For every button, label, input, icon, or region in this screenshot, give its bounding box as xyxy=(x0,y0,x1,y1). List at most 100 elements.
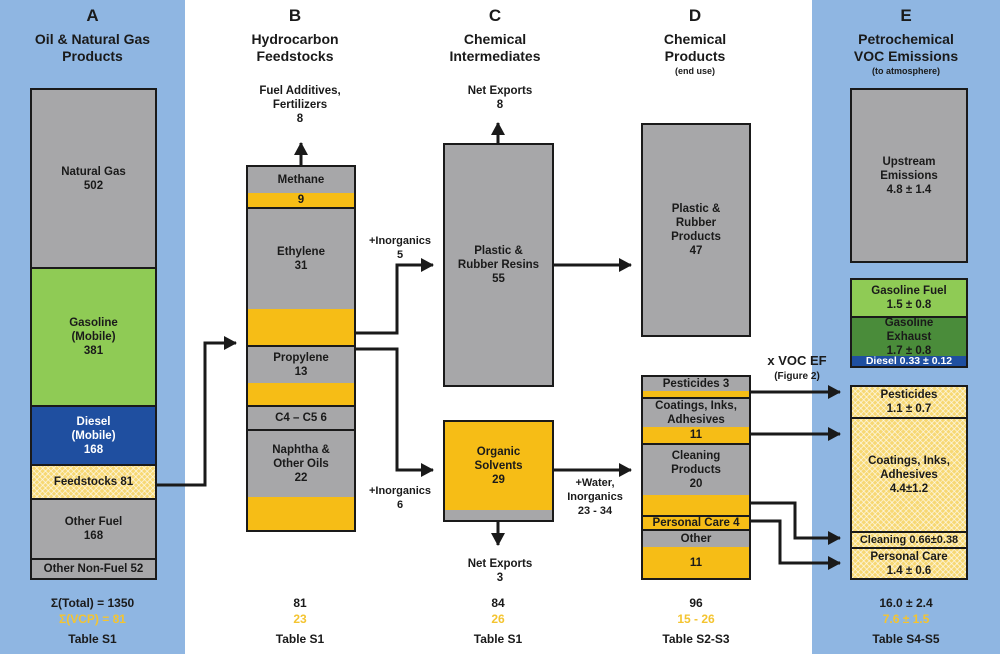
personal-care-d-segment: Personal Care 4 xyxy=(643,515,749,529)
column-e-title-line2: VOC Emissions xyxy=(853,48,959,64)
diesel-value: 168 xyxy=(83,443,104,456)
pesticides-d-vcp xyxy=(643,391,749,397)
column-a-title-line1: Oil & Natural Gas xyxy=(34,31,151,47)
natural-gas-segment: Natural Gas 502 xyxy=(32,90,155,267)
column-d-title-line2: Products xyxy=(664,48,726,64)
diesel-segment: Diesel (Mobile) 168 xyxy=(32,405,155,464)
arrow-personal-care-to-e xyxy=(751,519,841,570)
plastic-products-line2: Rubber xyxy=(675,217,717,229)
diesel-e-label: Diesel 0.33 ± 0.12 xyxy=(865,355,953,367)
column-d-table-ref: Table S2-S3 xyxy=(662,632,730,646)
column-c-table-ref: Table S1 xyxy=(473,632,523,646)
upstream-line2: Emissions xyxy=(880,169,938,182)
solvents-value: 29 xyxy=(492,474,505,486)
gasoline-fuel-segment: Gasoline Fuel 1.5 ± 0.8 xyxy=(852,280,966,316)
upstream-line1: Upstream xyxy=(882,155,936,168)
ethylene-value: 31 xyxy=(294,260,308,272)
arrow-propylene-to-solvents xyxy=(356,347,434,477)
cleaning-d-line2: Products xyxy=(671,464,721,476)
column-b-vcp-total: 23 xyxy=(293,612,307,626)
other-fuel-segment: Other Fuel 168 xyxy=(32,498,155,558)
column-b-table-ref: Table S1 xyxy=(275,632,325,646)
column-b-title: Hydrocarbon Feedstocks xyxy=(210,31,380,65)
arrow-feedstocks-to-b xyxy=(157,336,237,487)
arrow-cleaning-to-e xyxy=(751,501,841,545)
column-e-vcp-total: 7.6 ± 1.5 xyxy=(882,612,930,626)
methane-label: Methane xyxy=(277,174,325,186)
personal-care-e-label: Personal Care xyxy=(870,550,948,563)
feedstocks-segment: Feedstocks 81 xyxy=(32,464,155,498)
column-a-title: Oil & Natural Gas Products xyxy=(0,31,185,65)
coatings-e-line2: Adhesives xyxy=(880,469,938,481)
personal-care-d-label: Personal Care 4 xyxy=(652,517,740,529)
voc-ef-sub: (Figure 2) xyxy=(774,371,820,382)
other-fuel-label: Other Fuel xyxy=(64,516,123,528)
ethylene-vcp-segment xyxy=(248,309,354,345)
column-e-letter: E xyxy=(900,6,912,25)
ethylene-label: Ethylene xyxy=(277,246,325,258)
methane-value: 9 xyxy=(297,194,305,206)
solvents-label-line2: Solvents xyxy=(474,460,523,472)
upstream-box: Upstream Emissions 4.8 ± 1.4 xyxy=(850,88,968,263)
propylene-value: 13 xyxy=(294,366,308,378)
gasoline-exhaust-value: 1.7 ± 0.8 xyxy=(886,345,932,357)
other-nonfuel-label: Other Non-Fuel 52 xyxy=(43,563,144,575)
other-d-vcp: 11 xyxy=(643,547,749,578)
diesel-e-segment: Diesel 0.33 ± 0.12 xyxy=(852,356,966,366)
other-nonfuel-segment: Other Non-Fuel 52 xyxy=(32,558,155,578)
c4c5-label: C4 – C5 6 xyxy=(275,412,327,424)
column-d-letter: D xyxy=(688,6,702,25)
propylene-segment: Propylene 13 xyxy=(248,345,354,383)
diesel-label-line1: Diesel xyxy=(76,415,111,428)
feedstocks-label: Feedstocks 81 xyxy=(53,476,134,488)
gasoline-fuel-value: 1.5 ± 0.8 xyxy=(886,299,932,311)
ethylene-segment: Ethylene 31 xyxy=(248,207,354,309)
gasoline-exhaust-segment: Gasoline Exhaust 1.7 ± 0.8 xyxy=(852,316,966,357)
cleaning-d-line1: Cleaning xyxy=(671,450,721,462)
column-d-title-line1: Chemical xyxy=(663,31,727,47)
pesticides-e-value: 1.1 ± 0.7 xyxy=(886,403,932,415)
fuel-additives-label: Fuel Additives, Fertilizers 8 xyxy=(259,85,341,125)
solvents-vcp-segment: Organic Solvents 29 xyxy=(445,422,552,510)
gasoline-label-line1: Gasoline xyxy=(69,317,118,329)
naphtha-segment: Naphtha & Other Oils 22 xyxy=(248,429,354,497)
other-d-segment: Other xyxy=(643,529,749,547)
solvents-box: Organic Solvents 29 xyxy=(443,420,554,522)
column-a-vcp-total: Σ(VCP) = 81 xyxy=(59,612,126,626)
column-b-stack: Methane 9 Ethylene 31 Propylene 13 C4 – … xyxy=(246,165,356,532)
mobile-emissions-stack: Gasoline Fuel 1.5 ± 0.8 Gasoline Exhaust… xyxy=(850,278,968,368)
diesel-label-line2: (Mobile) xyxy=(71,429,116,442)
natural-gas-label: Natural Gas xyxy=(61,165,126,178)
coatings-e-line1: Coatings, Inks, xyxy=(868,455,950,467)
pesticides-d-label: Pesticides 3 xyxy=(662,378,730,390)
coatings-e-segment: Coatings, Inks, Adhesives 4.4±1.2 xyxy=(852,417,966,531)
coatings-e-value: 4.4±1.2 xyxy=(889,483,929,495)
column-a-stack: Natural Gas 502 Gasoline (Mobile) 381 Di… xyxy=(30,88,157,580)
column-b-title-line2: Feedstocks xyxy=(256,48,334,64)
net-exports-top-label: Net Exports 8 xyxy=(467,85,533,111)
voc-ef-text: x VOC EF xyxy=(767,353,827,368)
resins-box: Plastic & Rubber Resins 55 xyxy=(443,143,554,387)
column-d-total: 96 xyxy=(689,596,703,610)
propylene-vcp-segment xyxy=(248,383,354,405)
coatings-d-line1: Coatings, Inks, xyxy=(655,400,737,412)
gasoline-exhaust-line1: Gasoline xyxy=(884,317,934,329)
coatings-d-segment: Coatings, Inks, Adhesives xyxy=(643,397,749,427)
column-c-title: Chemical Intermediates xyxy=(410,31,580,65)
column-a-letter: A xyxy=(86,6,99,25)
pesticides-d-segment: Pesticides 3 xyxy=(643,377,749,391)
column-e-subtitle: (to atmosphere) xyxy=(871,66,940,76)
c4c5-segment: C4 – C5 6 xyxy=(248,405,354,429)
column-a-total: Σ(Total) = 1350 xyxy=(50,596,135,610)
column-d-stack: Pesticides 3 Coatings, Inks, Adhesives 1… xyxy=(641,375,751,580)
column-e-total: 16.0 ± 2.4 xyxy=(879,596,933,610)
arrow-ethylene-to-resins xyxy=(356,258,434,335)
vcp-emissions-stack: Pesticides 1.1 ± 0.7 Coatings, Inks, Adh… xyxy=(850,385,968,580)
column-e-title: Petrochemical VOC Emissions xyxy=(812,31,1000,65)
coatings-d-vcp: 11 xyxy=(643,427,749,443)
coatings-d-value: 11 xyxy=(689,429,703,441)
column-b-total: 81 xyxy=(293,596,307,610)
cleaning-e-segment: Cleaning 0.66±0.38 xyxy=(852,531,966,547)
naphtha-label-line1: Naphtha & xyxy=(272,444,330,456)
